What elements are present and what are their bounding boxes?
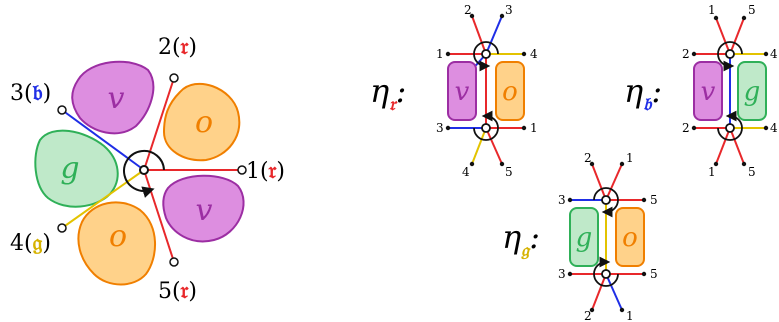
leg-3 [61,109,145,171]
eta-r-label: η𝔯: [370,72,406,115]
svg-text:4: 4 [530,47,538,61]
svg-text:5: 5 [748,3,756,17]
svg-text:2: 2 [682,121,690,135]
svg-text:v: v [455,77,470,107]
svg-text:g: g [744,77,761,107]
svg-text:2: 2 [584,309,592,322]
svg-text:o: o [502,77,518,107]
svg-text:2: 2 [464,3,472,17]
blob-letter: o [109,219,127,254]
leg-label-2: 2(𝔯) [158,34,197,60]
svg-text:5: 5 [748,165,756,179]
blob-letter: v [108,81,125,116]
eta-r-diagram: η𝔯: v o 1 2 3 4 3 4 [370,3,538,179]
svg-text:3: 3 [436,121,444,135]
svg-text:2: 2 [682,47,690,61]
svg-text:1: 1 [708,165,716,179]
svg-text:o: o [622,223,638,253]
leg-4 [61,169,145,229]
svg-text:2: 2 [584,151,592,165]
leg-label-5: 5(𝔯) [158,278,197,304]
leg-label-4: 4(𝔤) [10,230,51,256]
svg-text:5: 5 [505,165,513,179]
center-vertex [139,165,149,175]
blob-letter: o [195,105,213,140]
svg-text:4: 4 [462,165,470,179]
rotation-arc-arrow [123,149,165,198]
svg-text:3: 3 [558,267,566,281]
eta-b-label: η𝔟: [624,72,662,115]
svg-text:g: g [576,223,593,253]
svg-text:v: v [701,77,716,107]
eta-b-diagram: η𝔟: v g 1 2 5 4 2 1 5 4 [624,3,778,179]
svg-text:1: 1 [708,3,716,17]
svg-text:3: 3 [505,3,513,17]
svg-text:3: 3 [558,193,566,207]
eta-g-diagram: η𝔤: g o 2 3 1 5 3 2 1 5 [502,151,658,322]
leg-label-3: 3(𝔟) [10,80,51,106]
svg-text:1: 1 [626,309,634,322]
blob-v-top: v [71,60,155,135]
blob-letter: g [60,151,79,186]
leg-2 [143,77,175,171]
svg-text:4: 4 [770,47,778,61]
svg-text:5: 5 [650,193,658,207]
leg-5 [143,169,175,263]
leg-label-1: 1(𝔯) [246,158,285,184]
svg-text:1: 1 [626,151,634,165]
blob-letter: v [196,193,213,228]
svg-text:5: 5 [650,267,658,281]
left-star-diagram: v o v o g [10,34,285,304]
eta-g-label: η𝔤: [502,218,540,261]
svg-text:1: 1 [530,121,538,135]
svg-text:4: 4 [770,121,778,135]
blob-v-lower-right: v [162,174,245,243]
svg-text:1: 1 [436,47,444,61]
blob-o-upper-right: o [162,82,241,162]
blob-o-bottom: o [77,201,157,286]
